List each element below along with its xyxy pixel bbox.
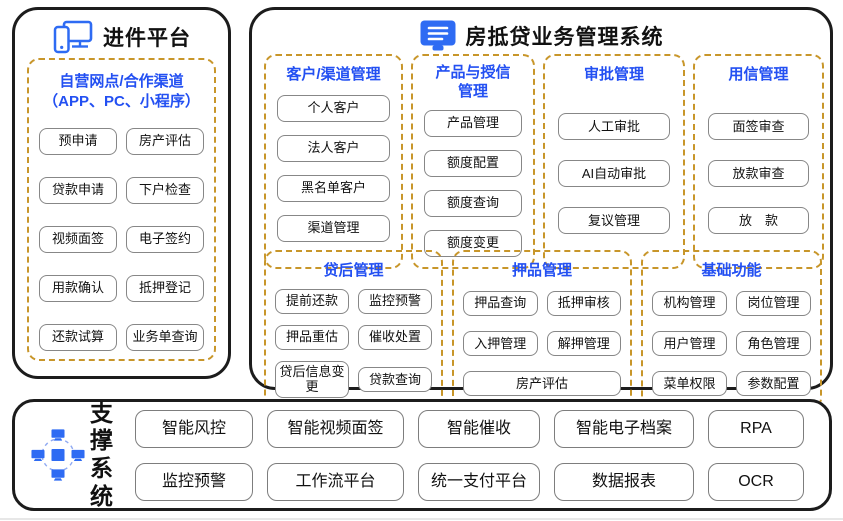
node-rpa: RPA	[708, 409, 804, 448]
node-e-signing: 电子签约	[126, 225, 204, 253]
management-system-box: 房抵贷业务管理系统 客户/渠道管理 个人客户 法人客户 黑名单客户 渠道管理 产…	[249, 7, 833, 410]
module-node-grid: 机构管理 岗位管理 用户管理 角色管理 菜单权限 参数配置	[643, 289, 820, 408]
module-product-credit: 产品与授信管理 产品管理 额度配置 额度查询 额度变更	[411, 54, 535, 269]
management-system-title: 房抵贷业务管理系统	[465, 25, 664, 49]
node-user-management: 用户管理	[652, 330, 727, 356]
node-corporate-customer: 法人客户	[277, 134, 390, 162]
module-node-list: 个人客户 法人客户 黑名单客户 渠道管理	[266, 93, 401, 252]
node-loan-application: 贷款申请	[39, 176, 117, 204]
module-title: 用信管理	[728, 66, 789, 83]
node-manual-approval: 人工审批	[558, 112, 670, 140]
module-node-grid: 押品查询 抵押审核 入押管理 解押管理 房产评估	[454, 289, 630, 408]
module-node-list: 面签审查 放款审查 放 款	[695, 93, 822, 267]
support-title-line1: 支撑	[90, 399, 114, 454]
module-title: 贷后管理	[323, 262, 384, 279]
channel-group-box: 自营网点/合作渠道 （APP、PC、小程序） 预申请 房产评估 贷款申请 下户检…	[27, 58, 216, 361]
node-disbursement-review: 放款审查	[708, 160, 809, 188]
node-loan-inquiry: 贷款查询	[358, 366, 432, 392]
node-video-interview: 视频面签	[39, 225, 117, 253]
module-row-top: 客户/渠道管理 个人客户 法人客户 黑名单客户 渠道管理 产品与授信管理 产品管…	[264, 54, 824, 269]
support-node-grid: 智能风控 智能视频面签 智能催收 智能电子档案 RPA 监控预警 工作流平台 统…	[135, 409, 804, 501]
intake-platform-header: 进件平台	[15, 19, 228, 55]
network-nodes-icon	[31, 429, 85, 481]
node-smart-risk-control: 智能风控	[135, 409, 253, 448]
module-collateral: 押品管理 押品查询 抵押审核 入押管理 解押管理 房产评估	[452, 250, 632, 410]
node-property-appraisal: 房产评估	[463, 370, 621, 396]
node-pledge-in: 入押管理	[463, 330, 538, 356]
node-site-inspection: 下户检查	[126, 176, 204, 204]
module-customer-channel: 客户/渠道管理 个人客户 法人客户 黑名单客户 渠道管理	[264, 54, 403, 269]
node-menu-permission: 菜单权限	[652, 370, 727, 396]
support-system-header: 支撑 系统	[31, 400, 127, 510]
node-smart-e-archive: 智能电子档案	[554, 409, 694, 448]
bottom-divider	[0, 518, 843, 520]
node-drawdown-confirm: 用款确认	[39, 274, 117, 302]
module-title: 押品管理	[511, 262, 572, 279]
node-data-report: 数据报表	[554, 462, 694, 501]
node-collection: 催收处置	[358, 324, 432, 350]
phone-monitor-icon	[53, 20, 93, 54]
node-ocr: OCR	[708, 462, 804, 501]
module-approval: 审批管理 人工审批 AI自动审批 复议管理	[543, 54, 685, 269]
module-title: 基础功能	[701, 262, 762, 279]
node-role-management: 角色管理	[736, 330, 811, 356]
channel-group-title: 自营网点/合作渠道 （APP、PC、小程序）	[37, 72, 206, 113]
channel-group-title-line1: 自营网点/合作渠道	[59, 73, 184, 90]
module-title: 产品与授信管理	[435, 64, 511, 100]
node-interview-review: 面签审查	[708, 112, 809, 140]
node-pledge-release: 解押管理	[546, 330, 621, 356]
support-system-inner: 支撑 系统 智能风控 智能视频面签 智能催收 智能电子档案 RPA 监控预警 工…	[15, 400, 829, 510]
channel-node-grid: 预申请 房产评估 贷款申请 下户检查 视频面签 电子签约 用款确认 抵押登记 还…	[37, 127, 206, 351]
node-review-mgmt: 复议管理	[558, 207, 670, 235]
intake-platform-title: 进件平台	[103, 27, 191, 50]
module-node-list: 产品管理 额度配置 额度查询 额度变更	[413, 108, 533, 267]
channel-group-title-line2: （APP、PC、小程序）	[43, 93, 200, 111]
node-quota-inquiry: 额度查询	[424, 189, 522, 217]
support-title-line2: 系统	[90, 455, 114, 509]
node-quota-change: 额度变更	[424, 229, 522, 257]
node-quota-config: 额度配置	[424, 149, 522, 177]
node-property-appraisal: 房产评估	[126, 127, 204, 155]
module-node-grid: 提前还款 监控预警 押品重估 催收处置 贷后信息变更 贷款查询	[266, 288, 441, 408]
node-pre-application: 预申请	[39, 127, 117, 155]
support-system-box: 支撑 系统 智能风控 智能视频面签 智能催收 智能电子档案 RPA 监控预警 工…	[12, 399, 832, 511]
node-postloan-info-change: 贷后信息变更	[275, 360, 349, 398]
node-product-management: 产品管理	[424, 109, 522, 137]
node-blacklist-customer: 黑名单客户	[277, 174, 390, 202]
node-monitor-warning: 监控预警	[358, 288, 432, 314]
node-unified-payment: 统一支付平台	[418, 462, 540, 501]
node-workflow-platform: 工作流平台	[267, 462, 404, 501]
node-mortgage-audit: 抵押审核	[546, 290, 621, 316]
node-collateral-inquiry: 押品查询	[463, 290, 538, 316]
module-node-list: 人工审批 AI自动审批 复议管理	[545, 93, 683, 267]
support-system-title: 支撑 系统	[90, 400, 127, 510]
node-repayment-trial: 还款试算	[39, 323, 117, 351]
node-org-management: 机构管理	[652, 290, 727, 316]
node-smart-collection: 智能催收	[418, 409, 540, 448]
node-post-management: 岗位管理	[736, 290, 811, 316]
node-ai-approval: AI自动审批	[558, 160, 670, 188]
node-channel-management: 渠道管理	[277, 214, 390, 242]
node-order-inquiry: 业务单查询	[126, 323, 204, 351]
node-monitor-warning: 监控预警	[135, 462, 253, 501]
intake-platform-box: 进件平台 自营网点/合作渠道 （APP、PC、小程序） 预申请 房产评估 贷款申…	[12, 7, 231, 379]
node-disbursement: 放 款	[708, 207, 809, 235]
monitor-lines-icon	[420, 20, 455, 51]
module-row-bottom: 贷后管理 提前还款 监控预警 押品重估 催收处置 贷后信息变更 贷款查询 押品管…	[264, 250, 822, 410]
node-smart-video-interview: 智能视频面签	[267, 409, 404, 448]
module-credit-use: 用信管理 面签审查 放款审查 放 款	[693, 54, 824, 269]
node-param-config: 参数配置	[736, 370, 811, 396]
node-collateral-reval: 押品重估	[275, 324, 349, 350]
node-personal-customer: 个人客户	[277, 94, 390, 122]
management-system-header: 房抵贷业务管理系统	[252, 19, 830, 52]
module-post-loan: 贷后管理 提前还款 监控预警 押品重估 催收处置 贷后信息变更 贷款查询	[264, 250, 443, 410]
node-early-repayment: 提前还款	[275, 288, 349, 314]
module-title: 客户/渠道管理	[286, 66, 381, 83]
node-mortgage-register: 抵押登记	[126, 274, 204, 302]
module-basic-functions: 基础功能 机构管理 岗位管理 用户管理 角色管理 菜单权限 参数配置	[641, 250, 822, 410]
module-title: 审批管理	[583, 66, 644, 83]
